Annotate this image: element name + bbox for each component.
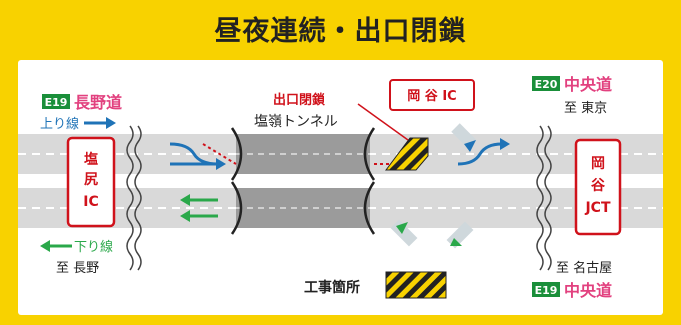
closed-exit-line (202, 143, 237, 165)
e19-code-left: E19 (45, 96, 68, 109)
construction-legend-label: 工事箇所 (304, 279, 360, 296)
okaya-off-ramp-arrow-icon (390, 219, 418, 247)
exit-closed-label: 出口閉鎖 (273, 92, 326, 108)
tunnel-portal-west-up (230, 127, 243, 181)
nagano-expressway-label: 長野道 (74, 93, 122, 112)
shiojiri-ic-label-1: 塩 (84, 151, 98, 168)
tunnel-portal-west-down (230, 181, 243, 235)
okaya-on-ramp-down-arrow-icon (446, 221, 474, 249)
e19-code-right: E19 (535, 284, 558, 297)
exit-closed-pointer (357, 103, 409, 141)
okaya-on-ramp-arrow-icon (451, 123, 477, 152)
e19-shield-left (42, 94, 70, 109)
construction-legend-swatch-icon (385, 271, 447, 299)
okaya-jct-label-3: JCT (584, 200, 610, 216)
shiojiri-ic-label-3: IC (83, 194, 98, 210)
road-diagram: 塩 尻 IC 岡 谷 JCT E19 長野道 上り線 下り線 至 長野 (18, 75, 663, 300)
down-line-label: 下り線 (74, 239, 113, 255)
okaya-ic-label: 岡 谷 IC (407, 88, 456, 104)
tunnel-name-label: 塩嶺トンネル (254, 114, 338, 130)
down-lane-arrows-icon (180, 194, 218, 222)
e20-shield (532, 76, 560, 91)
to-nagano-label: 至 長野 (56, 261, 99, 276)
up-line-label: 上り線 (40, 116, 79, 132)
up-diverge-arrow-icon (457, 142, 503, 166)
okaya-jct-label-2: 谷 (591, 178, 606, 194)
okaya-jct-label-1: 岡 (591, 156, 605, 172)
to-tokyo-label: 至 東京 (564, 100, 607, 116)
e19-shield-right (532, 282, 560, 297)
notice-title: 昼夜連続・出口閉鎖 (214, 16, 467, 47)
up-line-arrow-icon (84, 117, 116, 129)
okaya-ic-box (389, 79, 475, 111)
e20-code: E20 (535, 78, 558, 91)
shiojiri-ic-label-2: 尻 (84, 172, 98, 188)
okaya-jct-box (574, 138, 622, 236)
shiojiri-ic-box (66, 136, 116, 228)
diagram-panel: 塩 尻 IC 岡 谷 JCT E19 長野道 上り線 下り線 至 長野 (18, 60, 663, 315)
chuo-expressway-bottom-label: 中央道 (564, 281, 612, 300)
to-nagoya-label: 至 名古屋 (556, 260, 612, 276)
chuo-expressway-top-label: 中央道 (564, 75, 612, 94)
tunnel-portal-east-up (363, 127, 376, 181)
road-break-marks (126, 125, 552, 271)
down-line-arrow-icon (40, 240, 72, 252)
tunnel-portal-east-down (363, 181, 376, 235)
construction-zone-icon (385, 137, 429, 171)
